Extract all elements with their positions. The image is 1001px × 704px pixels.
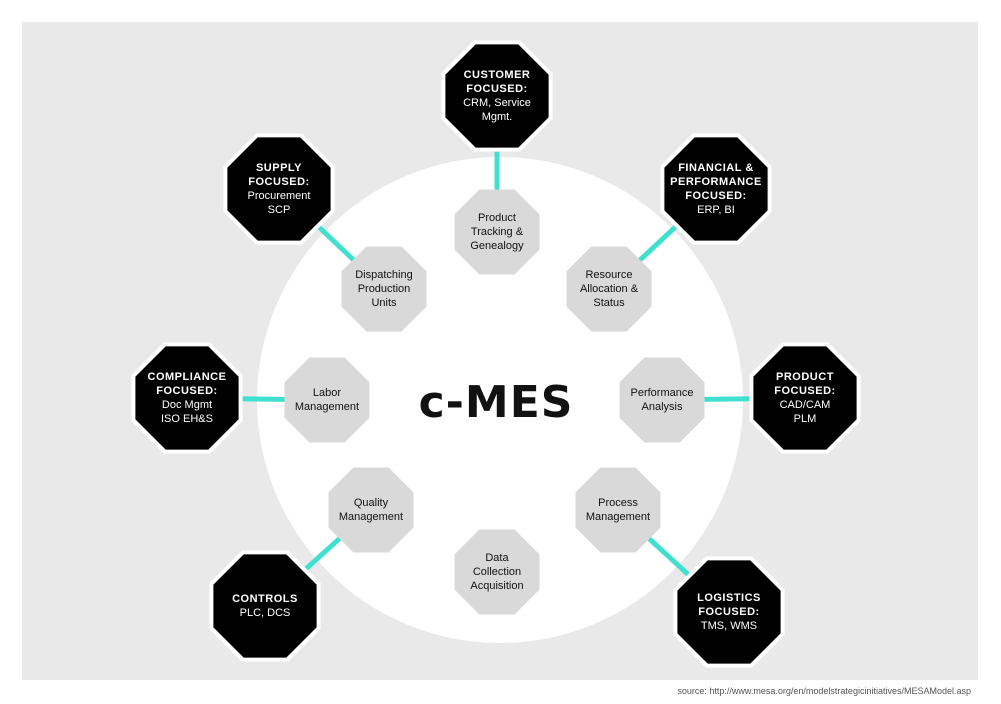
inner-octagon-resource-allocation — [566, 246, 652, 332]
outer-heading-line: COMPLIANCE — [147, 370, 227, 383]
outer-heading-line: FOCUSED: — [466, 82, 528, 95]
outer-octagon-financial — [660, 133, 772, 245]
inner-text-line: Performance — [630, 386, 694, 399]
outer-text-line: CAD/CAM — [779, 398, 831, 411]
connector-supply — [315, 223, 356, 263]
outer-text-line: PLM — [793, 412, 817, 425]
connector-logistics — [646, 536, 693, 579]
outer-text-line: Doc Mgmt — [161, 398, 213, 411]
outer-heading-line: FOCUSED: — [248, 175, 310, 188]
inner-text-line: Labor — [312, 386, 342, 399]
outer-heading-line: PERFORMANCE — [670, 175, 762, 188]
connector-product — [703, 396, 753, 402]
outer-heading-line: FOCUSED: — [774, 384, 836, 397]
inner-text-line: Resource — [585, 268, 633, 281]
outer-heading-line: LOGISTICS — [697, 591, 761, 604]
outer-heading-line: CONTROLS — [232, 592, 298, 605]
inner-text-line: Process — [598, 496, 638, 509]
inner-text-line: Production — [357, 282, 411, 295]
outer-heading-line: PRODUCT — [776, 370, 834, 383]
inner-text-line: Quality — [353, 496, 389, 509]
outer-heading-line: FOCUSED: — [685, 189, 747, 202]
center-title: c-MES — [418, 376, 574, 428]
connector-compliance — [239, 396, 286, 402]
inner-text-line: Units — [371, 296, 397, 309]
inner-octagon-data-collection — [454, 529, 540, 615]
connector-financial — [637, 222, 680, 263]
inner-text-line: Status — [593, 296, 625, 309]
inner-octagon-dispatching-production — [341, 246, 427, 332]
outer-text-line: TMS, WMS — [700, 619, 758, 632]
outer-text-line: Procurement — [247, 189, 311, 202]
outer-octagon-product — [749, 342, 861, 454]
inner-text-line: Management — [338, 510, 404, 523]
outer-heading-line: FINANCIAL & — [678, 161, 754, 174]
outer-heading-line: CUSTOMER — [463, 68, 531, 81]
outer-octagon-customer — [441, 40, 553, 152]
outer-text-line: ERP, BI — [697, 203, 735, 216]
inner-octagon-labor-management — [284, 357, 370, 443]
outer-heading-line: FOCUSED: — [698, 605, 760, 618]
source-note: source: http://www.mesa.org/en/modelstra… — [677, 686, 971, 696]
outer-text-line: ISO EH&S — [161, 412, 213, 425]
outer-text-line: SCP — [267, 203, 291, 216]
inner-octagon-quality-management — [328, 467, 414, 553]
inner-text-line: Management — [585, 510, 651, 523]
inner-text-line: Genealogy — [470, 239, 524, 252]
inner-text-line: Data — [485, 551, 509, 564]
inner-octagon-process-management — [575, 467, 661, 553]
inner-text-line: Allocation & — [579, 282, 639, 295]
inner-text-line: Product — [478, 211, 516, 224]
inner-text-line: Tracking & — [470, 225, 524, 238]
outer-heading-line: SUPPLY — [255, 161, 302, 174]
inner-text-line: Management — [294, 400, 360, 413]
outer-text-line: CRM, Service — [463, 96, 531, 109]
inner-text-line: Collection — [472, 565, 522, 578]
inner-text-line: Analysis — [641, 400, 683, 413]
inner-octagon-performance-analysis — [619, 357, 705, 443]
connector-controls — [302, 535, 342, 573]
outer-heading-line: FOCUSED: — [156, 384, 218, 397]
inner-octagon-product-tracking — [454, 189, 540, 275]
outer-octagon-controls — [209, 550, 321, 662]
outer-octagon-supply — [223, 133, 335, 245]
inner-text-line: Acquisition — [470, 579, 524, 592]
outer-text-line: PLC, DCS — [239, 606, 291, 619]
outer-text-line: Mgmt. — [481, 110, 513, 123]
outer-octagon-logistics — [673, 556, 785, 668]
inner-text-line: Dispatching — [355, 268, 413, 281]
outer-octagon-compliance — [131, 342, 243, 454]
